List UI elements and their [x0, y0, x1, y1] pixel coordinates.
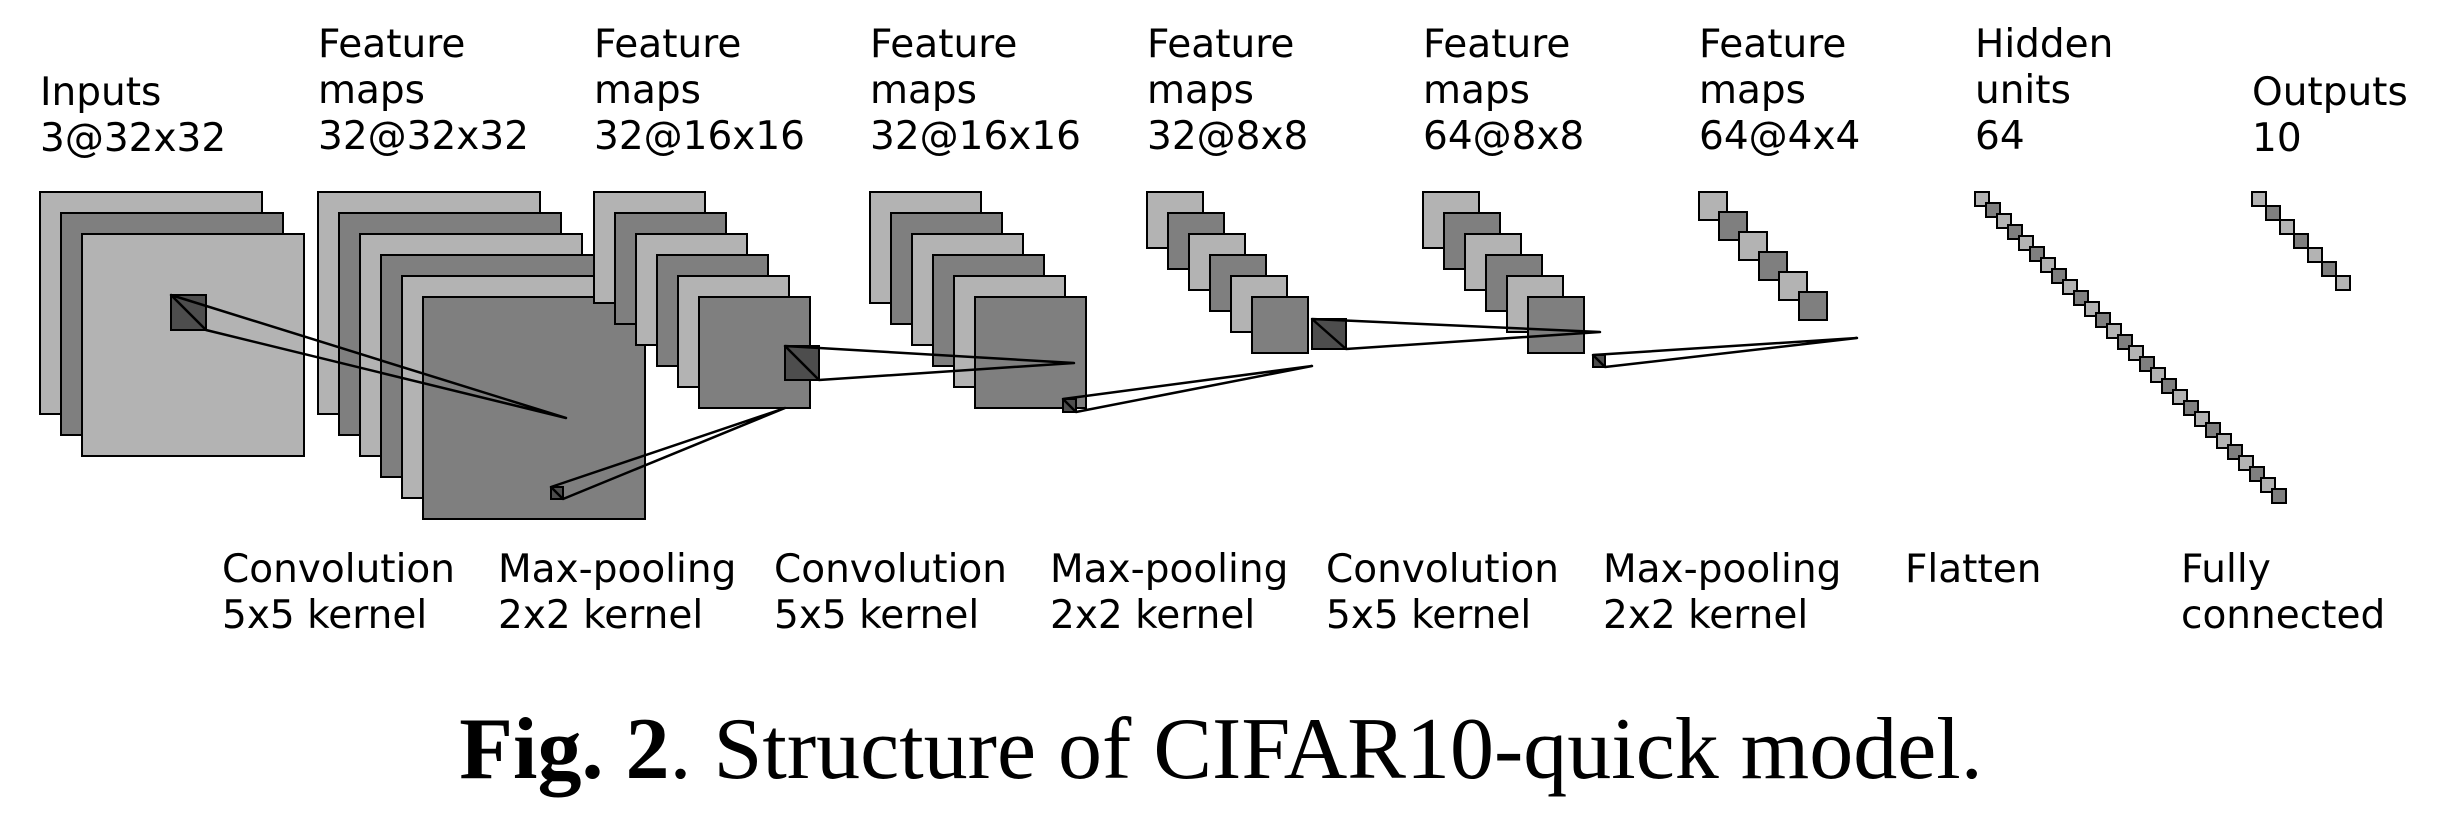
op-label-line: Fully: [2181, 547, 2271, 592]
feature-map: [2321, 261, 2337, 277]
projection-line: [1591, 336, 1859, 369]
layer-label-line: Feature: [1699, 22, 1846, 67]
layer-label-line: Feature: [1147, 22, 1294, 67]
feature-map: [2271, 488, 2287, 504]
op-label-line: Convolution: [1326, 547, 1559, 592]
op-label-line: Convolution: [774, 547, 1007, 592]
layer-label-line: 3@32x32: [40, 116, 226, 161]
projection-line: [1310, 317, 1602, 351]
feature-map: [2251, 191, 2267, 207]
feature-map: [1798, 291, 1828, 321]
layer-label-line: maps: [1699, 68, 1806, 113]
feature-map: [1251, 296, 1309, 354]
feature-map: [1738, 231, 1768, 261]
op-label-line: Max-pooling: [498, 547, 736, 592]
layer-label-line: Feature: [318, 22, 465, 67]
layer-label-line: 10: [2252, 116, 2302, 161]
layer-label-line: units: [1975, 68, 2071, 113]
layer-label-line: maps: [1423, 68, 1530, 113]
op-label-flatten: Flatten: [1905, 547, 2041, 592]
layer-label-line: maps: [318, 68, 425, 113]
layer-label-line: maps: [594, 68, 701, 113]
projection-line: [549, 406, 787, 501]
figure-caption: Fig. 2. Structure of CIFAR10-quick model…: [459, 701, 1983, 798]
feature-map: [2279, 219, 2295, 235]
layer-label-line: 64@8x8: [1423, 114, 1584, 159]
feature-map: [2307, 247, 2323, 263]
op-label-line: Max-pooling: [1050, 547, 1288, 592]
stack-feature-maps-4: [1146, 191, 1309, 354]
op-label-line: 2x2 kernel: [1603, 593, 1808, 638]
layer-label-line: 32@16x16: [594, 114, 805, 159]
caption-separator: .: [669, 701, 691, 798]
stack-feature-maps-5: [1422, 191, 1585, 354]
feature-map: [2335, 275, 2351, 291]
feature-map: [974, 296, 1087, 409]
feature-map: [2265, 205, 2281, 221]
layer-label-line: 64@4x4: [1699, 114, 1860, 159]
stack-feature-maps-6: [1698, 191, 1828, 321]
layer-label-line: Feature: [870, 22, 1017, 67]
layer-label-line: Feature: [1423, 22, 1570, 67]
layer-label-line: 64: [1975, 114, 2025, 159]
layer-label-line: maps: [870, 68, 977, 113]
stack-outputs: [2251, 191, 2351, 291]
op-label-line: connected: [2181, 593, 2385, 638]
stack-feature-maps-1: [317, 191, 646, 520]
feature-map: [1698, 191, 1728, 221]
op-label-line: 2x2 kernel: [498, 593, 703, 638]
feature-map: [2293, 233, 2309, 249]
op-label-line: 5x5 kernel: [774, 593, 979, 638]
layer-label-line: maps: [1147, 68, 1254, 113]
feature-map: [1527, 296, 1585, 354]
projection-line: [783, 344, 1076, 382]
stack-feature-maps-2: [593, 191, 811, 409]
op-label-line: 5x5 kernel: [222, 593, 427, 638]
layer-label-line: 32@32x32: [318, 114, 529, 159]
connection-lines: [169, 293, 1859, 501]
caption-text: Structure of CIFAR10-quick model.: [691, 701, 1982, 798]
projection-line: [169, 293, 568, 420]
stack-hidden-units: [1974, 191, 2287, 504]
op-label-line: 5x5 kernel: [1326, 593, 1531, 638]
layer-label-line: Hidden: [1975, 22, 2113, 67]
op-label-line: 2x2 kernel: [1050, 593, 1255, 638]
layer-label-line: Inputs: [40, 70, 161, 115]
layer-label-line: 32@16x16: [870, 114, 1081, 159]
op-label-line: Convolution: [222, 547, 455, 592]
layer-label-line: Outputs: [2252, 70, 2408, 115]
op-label-line: Flatten: [1905, 547, 2041, 592]
layer-shapes: [39, 191, 2351, 520]
layer-label-line: 32@8x8: [1147, 114, 1308, 159]
op-label-line: Max-pooling: [1603, 547, 1841, 592]
projection-line: [1061, 364, 1314, 414]
caption-label: Fig. 2: [459, 701, 669, 798]
layer-label-line: Feature: [594, 22, 741, 67]
